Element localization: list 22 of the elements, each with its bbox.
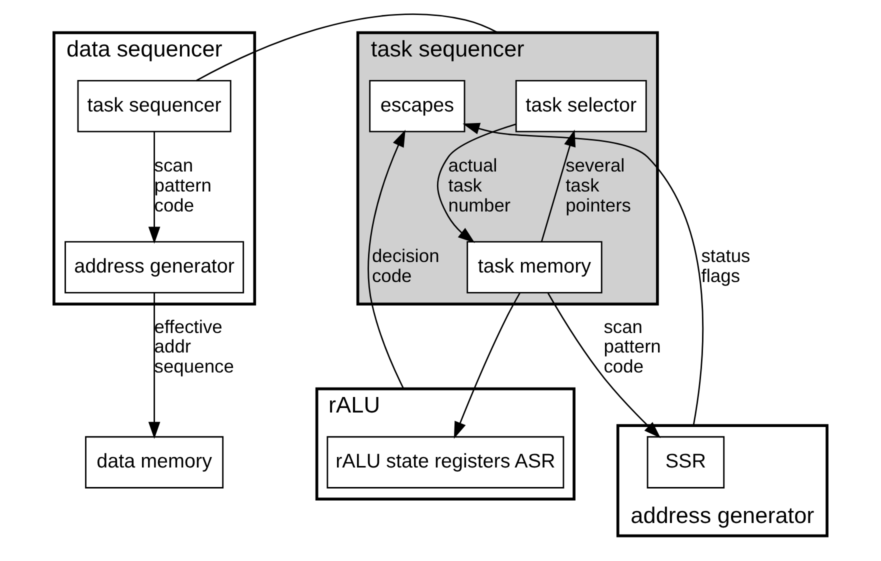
edge-label: decision code — [372, 245, 440, 286]
arrow — [437, 124, 516, 244]
edge-label: status flags — [701, 245, 750, 286]
arrow — [368, 130, 406, 390]
node-box: rALU state registers ASR — [326, 436, 564, 488]
connector — [196, 14, 498, 82]
arrow — [540, 130, 576, 242]
edge-label: effective addr sequence — [154, 316, 234, 376]
edge-label: several task pointers — [566, 154, 631, 216]
edge-label: actual task number — [448, 154, 511, 216]
node-box: SSR — [646, 436, 725, 488]
arrow — [462, 122, 704, 426]
node-box: task sequencer — [77, 80, 232, 132]
edge-label: scan pattern code — [154, 154, 212, 216]
arrow — [148, 293, 160, 439]
edge-label: scan pattern code — [604, 316, 661, 376]
node-box: address generator — [64, 241, 244, 294]
node-box: task memory — [466, 241, 602, 294]
node-box: task selector — [515, 80, 647, 132]
node-box: escapes — [369, 80, 466, 132]
node-box: data memory — [85, 436, 224, 488]
arrow — [148, 132, 160, 244]
